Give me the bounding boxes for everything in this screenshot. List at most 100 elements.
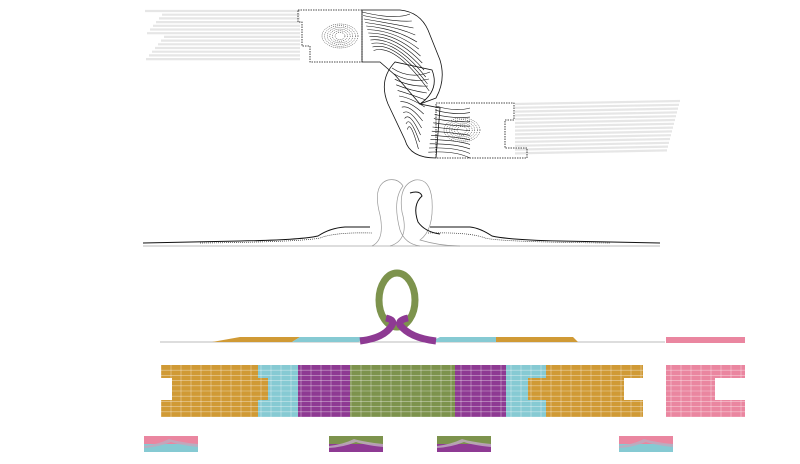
contour-box-right xyxy=(435,102,528,159)
strip-pink xyxy=(666,337,745,343)
thumbnail-bump xyxy=(329,439,383,448)
contour-line xyxy=(394,78,428,87)
contour-ring xyxy=(329,28,351,44)
thumbnail-bottom xyxy=(329,444,383,452)
cell-grid xyxy=(160,365,746,418)
contour-line xyxy=(405,121,420,143)
streak-lines xyxy=(145,9,681,155)
contour-line xyxy=(430,139,471,145)
loop-purple xyxy=(359,314,437,345)
cells-gold-right xyxy=(528,378,624,400)
contour-line xyxy=(403,111,422,129)
side-profile xyxy=(142,179,661,247)
contour-line xyxy=(432,126,471,132)
grid-gap xyxy=(643,365,666,417)
profile-loop-right xyxy=(389,179,461,247)
cells-pink xyxy=(666,365,745,378)
contour-line xyxy=(429,143,471,150)
contour-line xyxy=(393,73,430,81)
loop-green xyxy=(375,269,419,331)
profile-curve xyxy=(142,226,661,244)
contour-line xyxy=(431,135,471,141)
cells-cyan-left xyxy=(258,365,298,378)
streak-line xyxy=(514,107,679,113)
contour-line xyxy=(361,11,411,17)
contour-line xyxy=(400,101,424,115)
cells-gold-right xyxy=(546,400,643,417)
profile-loop-left xyxy=(371,179,421,247)
strip-gold-left xyxy=(212,337,300,342)
contour-line xyxy=(428,147,471,154)
contour-line xyxy=(407,126,419,150)
contour-line xyxy=(372,45,428,85)
streak-line xyxy=(514,141,670,147)
streak-line xyxy=(514,111,678,117)
contour-lines xyxy=(321,11,481,159)
streak-line xyxy=(514,99,681,106)
contour-line xyxy=(431,130,471,136)
thumbnails xyxy=(144,436,673,452)
profile-loop-core xyxy=(409,191,441,235)
streak-line xyxy=(514,134,672,140)
streak-line xyxy=(514,130,673,136)
contour-ring xyxy=(456,126,468,134)
streak-line xyxy=(514,115,677,121)
contour-line xyxy=(369,36,423,64)
streak-line xyxy=(514,126,674,132)
contour-line xyxy=(366,25,418,43)
streak-line xyxy=(514,149,668,155)
thumbnail-bump xyxy=(144,439,198,448)
contour-block-upper xyxy=(361,9,443,105)
cells-gold-left xyxy=(161,365,258,378)
contour-line xyxy=(435,105,471,110)
contour-line xyxy=(435,109,471,114)
contour-ring xyxy=(448,121,476,139)
thumbnail-bump xyxy=(437,439,491,448)
contour-block-middle xyxy=(383,61,441,159)
contour-line xyxy=(364,18,414,29)
contour-line xyxy=(362,15,412,22)
streak-line xyxy=(514,118,676,125)
cells-cyan-left xyxy=(268,378,298,400)
colored-strip xyxy=(160,269,745,345)
strip-cyan-left xyxy=(292,337,370,342)
contour-line xyxy=(398,95,425,108)
strip-cyan-right xyxy=(430,337,496,342)
strip-gold-right xyxy=(496,337,578,342)
contour-line xyxy=(433,122,471,127)
contour-line xyxy=(373,49,430,92)
contour-ring xyxy=(324,25,356,47)
streak-line xyxy=(514,103,680,109)
contour-ring xyxy=(446,119,478,141)
contour-line xyxy=(367,29,419,50)
contour-ring xyxy=(454,124,470,136)
contour-line xyxy=(368,32,421,57)
streak-line xyxy=(514,145,669,151)
contour-line xyxy=(401,106,423,122)
contour-ring xyxy=(443,117,481,143)
cells-gold-left xyxy=(161,400,258,417)
contour-line xyxy=(396,84,427,94)
profile-curve-2 xyxy=(199,232,611,244)
contour-line xyxy=(404,116,421,136)
cells-pink xyxy=(666,400,745,417)
contour-line xyxy=(365,22,416,36)
cells-cyan-left xyxy=(258,400,298,417)
thumbnail-bottom xyxy=(437,444,491,452)
streak-line xyxy=(514,122,675,128)
thumbnail-bottom xyxy=(619,444,673,452)
contour-line xyxy=(434,114,471,118)
contour-ring xyxy=(334,32,346,40)
cells-gold-left xyxy=(172,378,268,400)
contour-ring xyxy=(326,27,354,45)
contour-line xyxy=(370,39,425,71)
contour-ring xyxy=(321,23,359,49)
thumbnail-bottom xyxy=(144,444,198,452)
cells-gold-right xyxy=(546,365,643,378)
contour-ring xyxy=(332,30,348,42)
cells-pink xyxy=(666,378,715,400)
contour-line xyxy=(428,151,471,159)
contour-line xyxy=(371,42,426,78)
thumbnail-bump xyxy=(619,439,673,448)
